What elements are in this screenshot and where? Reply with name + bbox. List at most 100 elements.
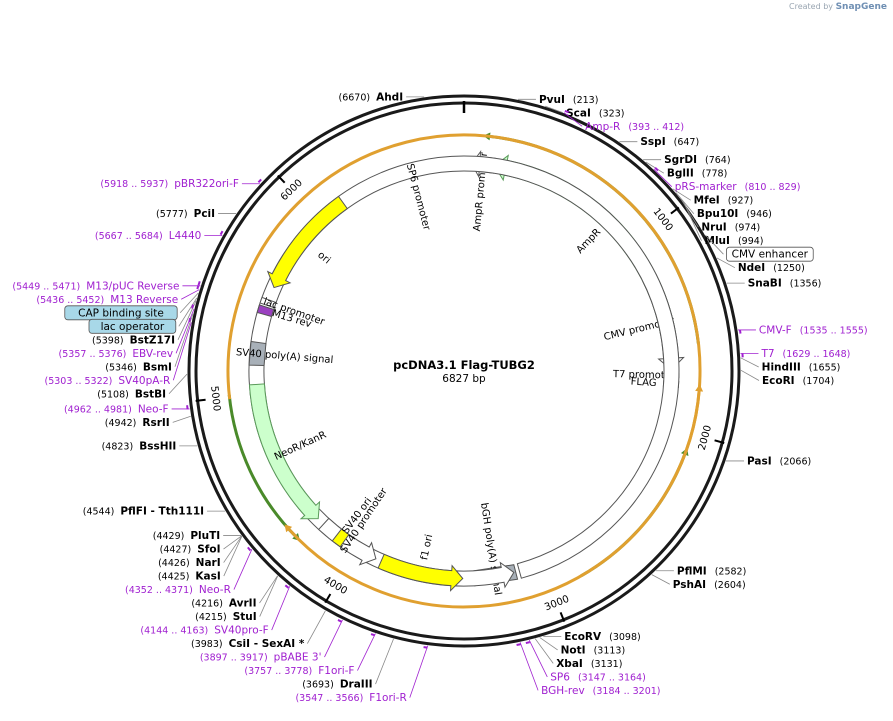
primer-site-label: (4144 .. 4163)SV40pro-F <box>140 625 268 637</box>
enzyme-site-label: (4216)AvrII <box>191 598 256 610</box>
feature-callout-box <box>88 318 177 334</box>
enzyme-site-label: PshAI(2604) <box>673 579 746 591</box>
label-leader <box>645 161 665 174</box>
enzyme-site-label: XbaI(3131) <box>556 658 622 670</box>
primer-position: (4962 .. 4981) <box>64 404 132 415</box>
label-leader <box>259 575 278 604</box>
enzyme-position: (4427) <box>160 545 192 556</box>
primer-tick <box>738 329 742 334</box>
enzyme-position: (1250) <box>773 263 805 274</box>
feature-arrow <box>377 553 464 592</box>
enzyme-site-label: (4215)StuI <box>195 611 257 623</box>
label-leader <box>223 535 242 550</box>
enzyme-position: (2066) <box>780 456 812 467</box>
feature-box <box>248 340 267 367</box>
primer-name: pBR322ori-F <box>174 178 239 190</box>
primer-tick <box>257 178 262 184</box>
primer-site-label: (5667 .. 5684)L4440 <box>95 230 201 242</box>
label-layer: PvuI(213)ScaI(323)Amp-R(393 .. 412)SspI(… <box>12 91 867 704</box>
primer-site-label: (5303 .. 5322)SV40pA-R <box>45 375 171 387</box>
enzyme-position: (3113) <box>594 645 626 656</box>
enzyme-site-label: SspI (647) <box>640 136 699 148</box>
enzyme-site-label: HindIII(1655) <box>762 361 841 373</box>
primer-tick <box>423 646 428 649</box>
tick-mark <box>670 206 680 215</box>
primer-name: pRS-marker <box>675 181 738 193</box>
label-leader <box>563 112 583 127</box>
enzyme-position: (647) <box>674 137 700 148</box>
enzyme-site-label: MfeI(927) <box>694 195 754 207</box>
enzyme-site-label: (5777)PciI <box>156 208 215 220</box>
enzyme-position: (2604) <box>714 580 746 591</box>
primer-name: M13 Reverse <box>110 294 178 306</box>
label-leader <box>233 549 253 590</box>
primer-tick <box>191 304 194 309</box>
enzyme-position: (5108) <box>97 389 129 400</box>
enzyme-position: (4942) <box>105 418 137 429</box>
plasmid-size: 6827 bp <box>442 373 486 385</box>
enzyme-site-label: (4426)NarI <box>158 557 221 569</box>
enzyme-name: MfeI <box>694 195 720 207</box>
feature-label: AmpR <box>575 227 604 256</box>
enzyme-site-label: EcoRI(1704) <box>762 375 834 387</box>
primer-site-label: BGH-rev(3184 .. 3201) <box>541 685 660 697</box>
enzyme-site-label: (4942)RsrII <box>105 417 170 429</box>
enzyme-name: NruI <box>701 222 726 234</box>
label-leader <box>716 257 736 269</box>
tick-label: 2000 <box>697 424 714 451</box>
enzyme-name: PvuI <box>539 94 565 106</box>
primer-position: (3897 .. 3917) <box>200 653 268 664</box>
primer-tick <box>564 109 569 114</box>
primer-position: (1535 .. 1555) <box>800 325 868 336</box>
label-leader <box>653 168 673 187</box>
enzyme-site-label: (4425)KasI <box>158 571 221 583</box>
tick-mark <box>714 439 725 444</box>
label-leader <box>544 105 564 114</box>
enzyme-position: (4215) <box>195 612 227 623</box>
feature-box <box>259 296 277 309</box>
feature-arrow <box>266 195 348 289</box>
orf-arrowhead <box>284 524 293 533</box>
primer-position: (3184 .. 3201) <box>593 686 661 697</box>
primer-site-label: CMV-F(1535 .. 1555) <box>759 324 868 336</box>
enzyme-site-label: NotI (3113) <box>561 644 626 656</box>
enzyme-name: XbaI <box>556 658 583 670</box>
primer-position: (5303 .. 5322) <box>45 376 113 387</box>
label-leader <box>223 536 243 577</box>
enzyme-position: (946) <box>746 209 772 220</box>
label-leader <box>740 357 759 368</box>
primer-name: Neo-R <box>199 584 231 596</box>
enzyme-site-label: SnaBI(1356) <box>748 278 822 290</box>
enzyme-name: SnaBI <box>748 278 782 290</box>
enzyme-name: NarI <box>196 557 221 569</box>
enzyme-position: (994) <box>738 236 764 247</box>
enzyme-name: PluTI <box>190 530 220 542</box>
enzyme-position: (5398) <box>92 335 124 346</box>
enzyme-name: NotI <box>561 644 586 656</box>
enzyme-position: (4544) <box>83 507 115 518</box>
feature-arrow <box>248 383 321 520</box>
primer-name: M13/pUC Reverse <box>86 280 179 292</box>
primer-site-label: (5918 .. 5937) pBR322ori-F <box>100 178 239 190</box>
enzyme-site-label: PvuI(213) <box>539 94 598 106</box>
enzyme-name: BglII <box>667 168 694 180</box>
primer-site-label: (3547 .. 3566)F1ori-R <box>295 692 406 704</box>
enzyme-name: SgrDI <box>664 154 697 166</box>
enzyme-site-label: (4429)PluTI <box>153 530 220 542</box>
enzyme-site-label: PasI(2066) <box>747 455 811 467</box>
primer-site-label: (4962 .. 4981)Neo-F <box>64 403 169 415</box>
primer-site-label: (4352 .. 4371)Neo-R <box>125 584 231 596</box>
orf-arc <box>580 454 687 578</box>
enzyme-site-label: SgrDI(764) <box>664 154 730 166</box>
primer-name: Amp-R <box>585 121 620 133</box>
primer-tick <box>654 167 659 172</box>
label-leader <box>528 640 548 678</box>
enzyme-name: SspI <box>640 136 665 148</box>
enzyme-name: MluI <box>705 235 730 247</box>
enzyme-position: (1655) <box>809 362 841 373</box>
tick-label: 5000 <box>208 385 222 412</box>
primer-position: (5918 .. 5937) <box>100 179 168 190</box>
primer-tick <box>186 405 189 410</box>
primer-site-label: (3757 .. 3778)F1ori-F <box>244 665 354 677</box>
label-leader <box>324 619 343 658</box>
